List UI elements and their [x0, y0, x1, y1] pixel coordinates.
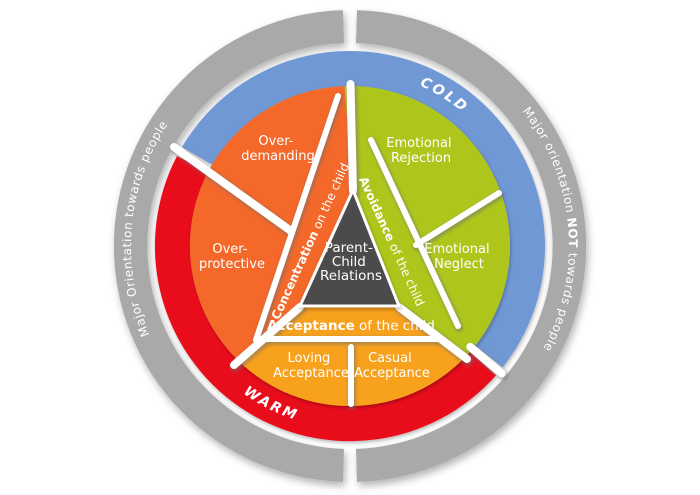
segment-label-casual-acceptance: Casual Acceptance — [354, 351, 430, 381]
band-label-acceptance: Acceptance of the child — [267, 318, 435, 334]
outer-ring-right-half — [356, 10, 587, 482]
outer-ring — [113, 10, 587, 482]
segment-label-over-demanding: Over- demanding — [241, 134, 314, 164]
segment-label-over-protective: Over- protective — [199, 242, 265, 272]
cold-arc — [182, 50, 546, 368]
center-triangle — [298, 188, 401, 308]
sector-avoidance — [344, 86, 510, 358]
temperature-ring — [154, 50, 546, 442]
center-triangle-label: Parent- Child Relations — [320, 240, 382, 284]
segment-label-loving-acceptance: Loving Acceptance — [273, 351, 349, 381]
outer-ring-left-half — [113, 10, 344, 482]
warm-arc — [154, 156, 497, 442]
segment-label-emotional-neglect: Emotional Neglect — [424, 242, 493, 272]
outer-ring-right-label-not: NOT — [564, 217, 580, 249]
segment-label-emotional-rejection: Emotional Rejection — [386, 136, 455, 166]
